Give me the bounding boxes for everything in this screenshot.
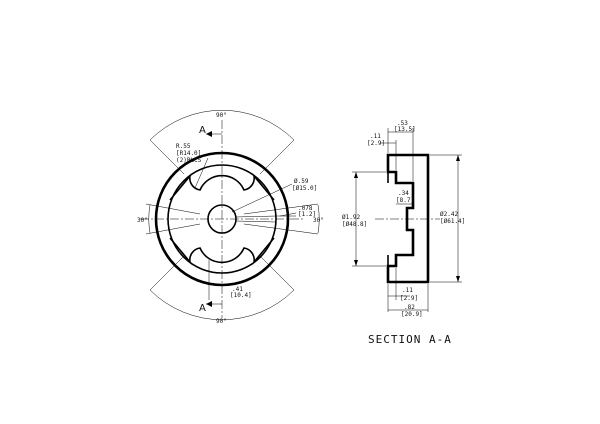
top-depth-1: .53 <box>397 120 408 127</box>
overall-length-1: .82 <box>404 304 415 311</box>
inner-diameter-1: Ø1.92 <box>342 214 360 221</box>
hole-callout-2: [Ø15.0] <box>292 185 317 192</box>
id-arrow-bottom <box>354 260 358 266</box>
bottom-lobe-cutout <box>169 237 275 265</box>
slot-line-bottom <box>235 220 277 223</box>
left-angle-leader-2 <box>145 223 201 235</box>
angle-label-bottom: 90° <box>216 318 227 325</box>
angle-label-top: 90° <box>216 112 227 119</box>
outer-diameter-2: [Ø61.4] <box>440 218 465 225</box>
od-arrow-top <box>456 155 460 161</box>
section-label-top: A <box>199 125 206 136</box>
slot-leader <box>279 212 297 217</box>
angle-label-right: 30° <box>313 217 324 224</box>
right-angle-leader-1 <box>243 203 319 215</box>
front-view: A A 90° 90° 30° 30° R.55 [R14.0] (2)PLCS… <box>137 110 324 325</box>
angle-label-left: 30° <box>137 217 148 224</box>
radius-callout-1: R.55 <box>176 143 191 150</box>
right-angle-leader-2 <box>243 223 319 235</box>
center-hole <box>207 204 237 234</box>
lip-bottom-2: [2.9] <box>400 295 418 302</box>
step-depth-2: [8.7] <box>396 197 414 204</box>
section-arrow-bottom <box>206 301 212 307</box>
overall-length-2: [20.9] <box>401 311 423 318</box>
hole-callout-1: Ø.59 <box>294 178 309 185</box>
section-view: Ø2.42 [Ø61.4] Ø1.92 [Ø48.8] .53 [13.5] .… <box>342 120 465 346</box>
bottom-angle-leader-right <box>259 255 295 291</box>
slot-line-top <box>235 215 277 218</box>
lip-bottom-1: .11 <box>402 287 413 294</box>
outer-diameter-1: Ø2.42 <box>440 211 458 218</box>
hole-leader <box>231 183 293 213</box>
top-lobe-cutout <box>169 173 275 201</box>
bottom-angle-leader-left <box>149 255 185 291</box>
offset-callout-2: [10.4] <box>230 292 252 299</box>
section-label-bottom: A <box>199 303 206 314</box>
left-angle-leader-1 <box>145 203 201 215</box>
radius-leader <box>194 157 209 189</box>
section-outer-profile <box>386 153 430 284</box>
offset-callout-1: .41 <box>232 286 243 293</box>
slot-callout-2: [1.2] <box>298 211 316 218</box>
inner-diameter-2: [Ø48.8] <box>342 221 367 228</box>
id-arrow-top <box>354 172 358 178</box>
left-angle-arc <box>148 204 151 234</box>
outer-circle <box>154 151 290 287</box>
right-angle-arc <box>317 204 320 234</box>
top-depth-2: [13.5] <box>394 126 416 133</box>
lip-top-1: .11 <box>370 133 381 140</box>
inner-circle <box>167 164 277 274</box>
lip-top-2: [2.9] <box>367 140 385 147</box>
step-depth-1: .34 <box>398 190 409 197</box>
top-angle-arc <box>149 110 295 141</box>
bottom-angle-arc <box>149 289 295 320</box>
radius-callout-3: (2)PLCS <box>176 157 202 164</box>
section-title: SECTION A-A <box>368 333 452 346</box>
radius-callout-2: [R14.0] <box>176 150 201 157</box>
od-arrow-bottom <box>456 276 460 282</box>
slot-callout-1: .078 <box>298 205 313 212</box>
section-arrow-top <box>206 131 212 137</box>
